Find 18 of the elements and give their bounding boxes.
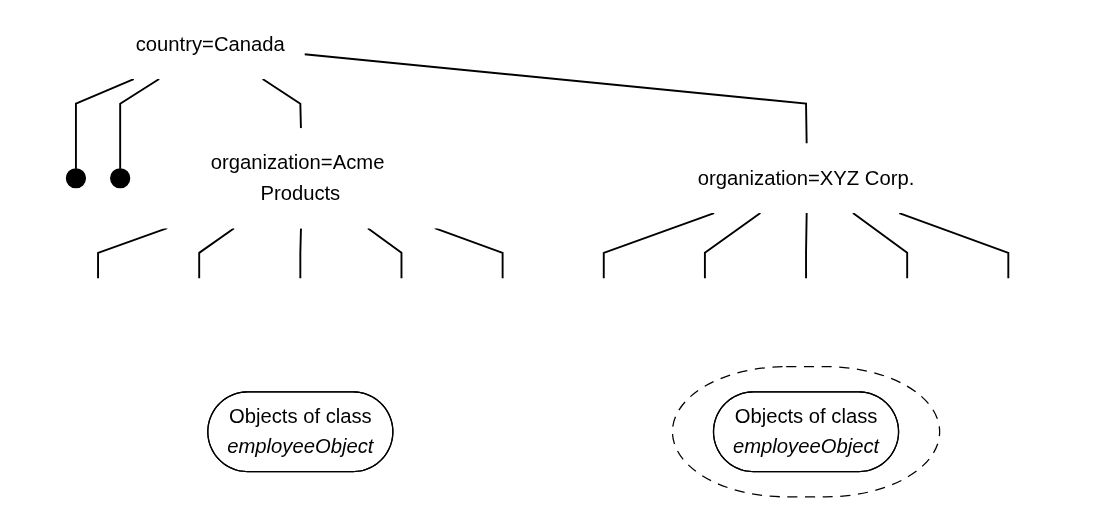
connector	[119, 78, 161, 170]
node-circle	[110, 168, 131, 189]
connector	[434, 227, 504, 280]
connector	[299, 227, 303, 280]
connector	[367, 227, 403, 280]
connector	[852, 212, 909, 280]
connector	[198, 227, 236, 280]
cluster	[672, 366, 941, 498]
connector	[704, 212, 762, 280]
connector	[75, 78, 135, 170]
node-text: country=Canada	[136, 32, 286, 55]
connector	[603, 212, 716, 280]
connector	[898, 212, 1010, 280]
node-circle	[66, 168, 87, 189]
node-text: organization=Acme Products	[210, 151, 385, 204]
node-text: organization=XYZ Corp.	[698, 166, 915, 189]
connector	[805, 212, 808, 280]
connector	[97, 227, 169, 280]
